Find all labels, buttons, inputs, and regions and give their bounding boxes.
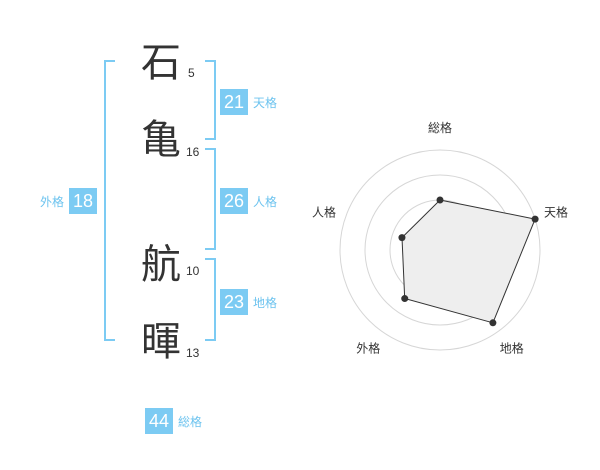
jinkaku-bracket — [205, 148, 216, 250]
radar-point-1 — [436, 196, 444, 204]
chikaku-label: 地格 — [253, 295, 278, 310]
name-char-4: 暉 — [141, 319, 181, 365]
radar-axis-label-3: 地格 — [500, 341, 524, 356]
stroke-count-2: 16 — [186, 145, 200, 159]
name-char-3: 航 — [141, 242, 181, 288]
name-char-2: 亀 — [141, 117, 181, 163]
chikaku-badge: 23 地格 — [220, 289, 277, 315]
radar-point-5 — [398, 234, 406, 242]
jinkaku-badge: 26 人格 — [220, 188, 277, 214]
radar-area — [401, 199, 536, 324]
gaikaku-value: 18 — [69, 188, 98, 214]
radar-axis-label-1: 総格 — [428, 120, 452, 135]
radar-point-2 — [531, 215, 539, 223]
radar-point-4 — [401, 295, 409, 303]
tenkaku-bracket — [205, 60, 216, 140]
soukaku-badge: 44 総格 — [145, 408, 202, 434]
chikaku-value: 23 — [220, 289, 248, 315]
gaikaku-label: 外格 — [40, 194, 65, 209]
radar-points — [398, 196, 539, 327]
soukaku-label: 総格 — [178, 414, 203, 429]
tenkaku-label: 天格 — [253, 95, 278, 110]
radar-point-3 — [489, 319, 497, 327]
radar-axis-label-4: 外格 — [356, 341, 380, 356]
name-char-1: 石 — [141, 40, 181, 86]
tenkaku-value: 21 — [220, 89, 248, 115]
gaikaku-bracket — [104, 60, 115, 341]
jinkaku-value: 26 — [220, 188, 248, 214]
gaikaku-badge: 外格 18 — [40, 188, 98, 214]
stroke-count-3: 10 — [186, 264, 200, 278]
jinkaku-label: 人格 — [253, 194, 278, 209]
radar-axis-label-5: 人格 — [312, 204, 336, 219]
tenkaku-badge: 21 天格 — [220, 89, 277, 115]
soukaku-value: 44 — [145, 408, 173, 434]
radar-axis-label-2: 天格 — [544, 204, 568, 219]
radar-ring — [339, 149, 541, 351]
stroke-count-1: 5 — [188, 66, 195, 80]
stroke-count-4: 13 — [186, 346, 200, 360]
chikaku-bracket — [205, 258, 216, 341]
